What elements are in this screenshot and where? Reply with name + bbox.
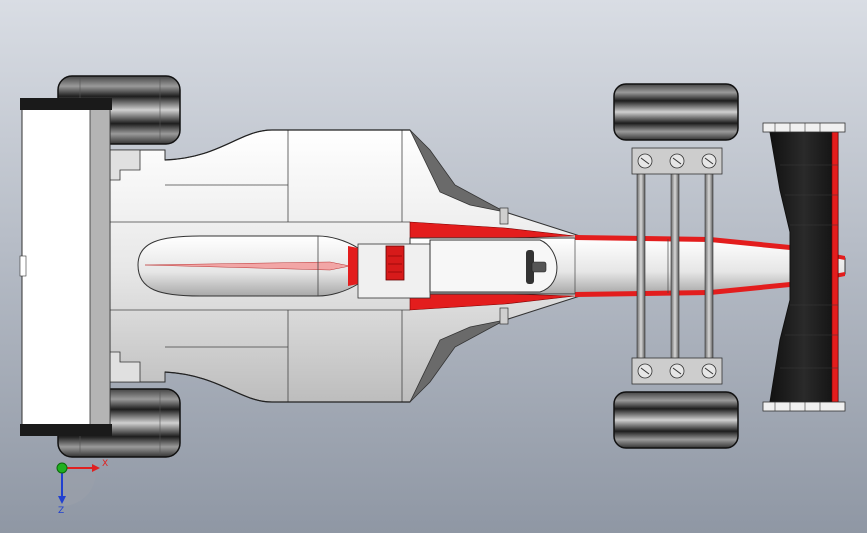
red-stripe-top (409, 221, 576, 241)
mirror-top (499, 207, 509, 225)
cockpit-red-panel (385, 245, 405, 281)
steering-wheel (526, 250, 547, 284)
mirror-bottom (499, 307, 509, 325)
front-tire-bottom (613, 391, 739, 449)
car-body-outline (164, 129, 410, 403)
front-wing (762, 122, 846, 412)
cockpit-opening (429, 239, 558, 293)
airbox-tip (348, 246, 358, 286)
rear-wing (19, 98, 112, 436)
body-panel-lines (110, 130, 410, 402)
front-tire-top (613, 83, 739, 141)
